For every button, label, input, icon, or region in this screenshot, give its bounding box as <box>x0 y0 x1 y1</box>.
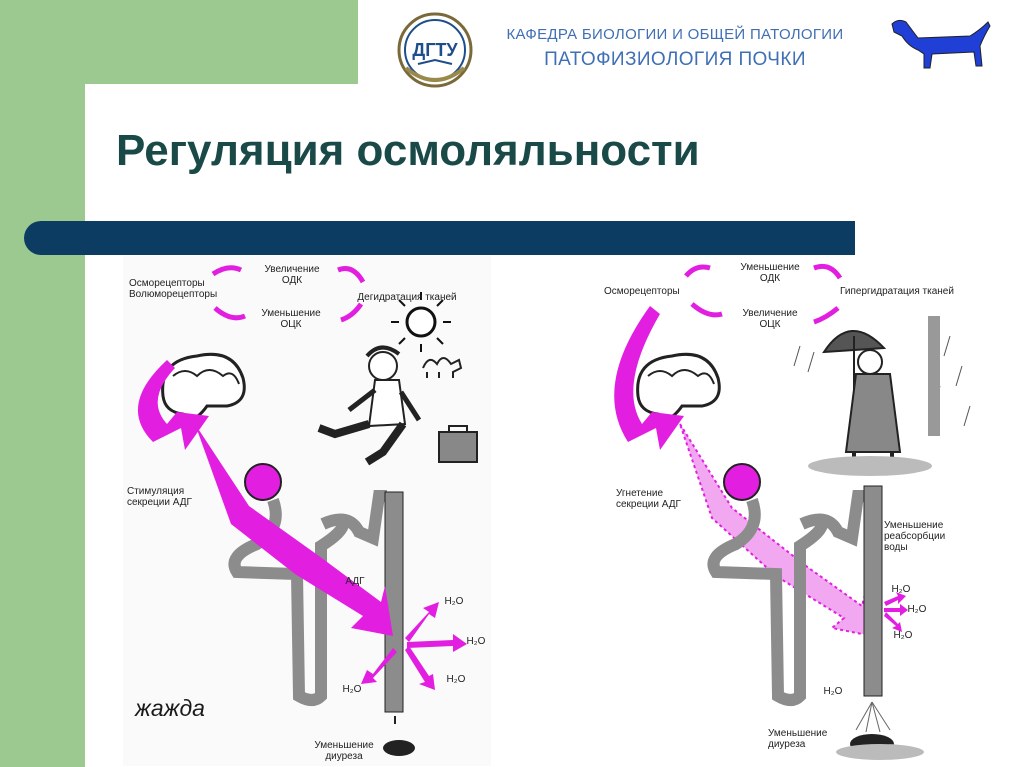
thirst-label: жажда <box>135 695 205 722</box>
label-dehydration: Дегидратация тканей <box>345 292 469 303</box>
label-receptors: Осморецепторы Волюморецепторы <box>129 278 217 300</box>
department-name: КАФЕДРА БИОЛОГИИ И ОБЩЕЙ ПАТОЛОГИИ <box>470 26 880 43</box>
label-hyperhydration: Гипергидратация тканей <box>826 286 968 297</box>
label-h2o-r2: H₂O <box>904 604 930 615</box>
label-h2o-r1: H₂O <box>888 584 914 595</box>
subject-name: ПАТОФИЗИОЛОГИЯ ПОЧКИ <box>470 49 880 71</box>
label-decrease-odk: Уменьшение ОДК <box>730 262 810 284</box>
label-h2o-r3: H₂O <box>890 630 916 641</box>
label-h2o-1: H₂O <box>441 596 467 607</box>
university-logo-icon: ДГТУ <box>392 10 478 96</box>
label-reabsorption: Уменьшение реабсорбции воды <box>884 520 945 553</box>
right-diagram-drawing <box>600 256 980 766</box>
label-receptors-right: Осморецепторы <box>604 286 680 297</box>
accent-bar <box>24 221 855 255</box>
label-h2o-3: H₂O <box>443 674 469 685</box>
label-decrease-ock: Уменьшение ОЦК <box>253 308 329 330</box>
logo-text: ДГТУ <box>412 40 458 60</box>
label-increase-odk: Увеличение ОДК <box>257 264 327 286</box>
label-inhibition: Угнетение секреции АДГ <box>616 488 681 510</box>
label-diuresis: Уменьшение диуреза <box>303 740 385 762</box>
label-h2o-2: H₂O <box>463 636 489 647</box>
left-diagram: Осморецепторы Волюморецепторы Увеличение… <box>123 256 491 766</box>
label-diuresis-right: Уменьшение диуреза <box>768 728 827 750</box>
label-increase-ock: Увеличение ОЦК <box>730 308 810 330</box>
label-h2o-4: H₂O <box>339 684 365 695</box>
left-diagram-drawing <box>123 256 491 766</box>
dachshund-icon <box>888 16 994 80</box>
slide-title: Регуляция осмоляльности <box>116 126 700 176</box>
right-diagram: Осморецепторы Уменьшение ОДК Увеличение … <box>600 256 980 766</box>
label-h2o-r4: H₂O <box>820 686 846 697</box>
label-stimulation: Стимуляция секреции АДГ <box>127 486 192 508</box>
green-sidebar-bg <box>0 0 85 767</box>
green-header-bg <box>0 0 358 84</box>
label-adh: АДГ <box>341 576 369 587</box>
